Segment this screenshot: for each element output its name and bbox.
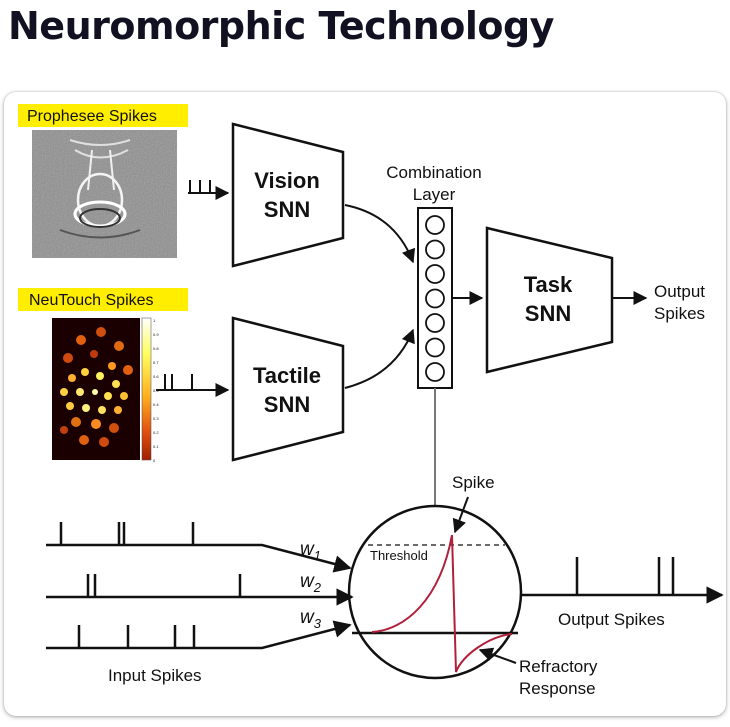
vision-to-combination-arrow xyxy=(344,204,416,264)
vision-input-label-highlight xyxy=(18,104,188,127)
weight-w1: w1 xyxy=(300,539,321,563)
combination-node xyxy=(425,288,445,309)
task-snn-label-1: Task xyxy=(524,272,573,297)
input-spike-train-2 xyxy=(46,574,354,606)
prophesee-event-image xyxy=(32,130,177,258)
output-spike-train xyxy=(522,557,724,604)
input-spikes-label: Input Spikes xyxy=(108,666,202,685)
output-spikes-label-1: Output xyxy=(654,282,705,301)
combination-node xyxy=(425,362,445,382)
page-title: Neuromorphic Technology xyxy=(8,4,554,48)
input-spike-train-3 xyxy=(46,620,352,650)
combination-nodes xyxy=(425,215,445,382)
tactile-to-combination-arrow xyxy=(344,328,415,389)
colorbar-tick-label: 0.2 xyxy=(153,430,159,435)
neuron-circle xyxy=(347,504,523,680)
refractory-label-1: Refractory xyxy=(519,657,598,676)
combination-node xyxy=(425,313,445,333)
colorbar-tick-label: 1 xyxy=(153,318,156,323)
weight-w2: w2 xyxy=(300,571,322,595)
combination-node xyxy=(425,264,445,284)
refractory-pointer-arrow xyxy=(478,647,517,664)
tactile-input-label-highlight xyxy=(18,288,188,311)
threshold-label: Threshold xyxy=(370,548,428,563)
combination-node xyxy=(425,239,445,260)
colorbar-tick-label: 0.4 xyxy=(153,402,159,407)
colorbar-tick-label: 0 xyxy=(153,458,156,463)
spike-label: Spike xyxy=(452,473,495,492)
colorbar-tick-label: 0.6 xyxy=(153,374,159,379)
vision-snn-label-2: SNN xyxy=(264,197,310,222)
combination-layer-label-2: Layer xyxy=(413,185,456,204)
combination-node xyxy=(425,215,445,235)
vision-input-label: Prophesee Spikes xyxy=(27,108,157,125)
vision-input-spikes xyxy=(189,180,211,193)
tactile-input-spikes xyxy=(164,374,193,390)
tactile-input-label: NeuTouch Spikes xyxy=(29,292,154,309)
output-spikes-label-2: Spikes xyxy=(654,304,705,323)
tactile-snn-label-1: Tactile xyxy=(253,363,321,388)
heatmap-colorbar: 10.90.80.70.60.50.40.30.20.10 xyxy=(141,317,159,463)
spike-pointer-arrow xyxy=(452,496,469,534)
vision-snn-block xyxy=(231,122,345,268)
tactile-snn-label-2: SNN xyxy=(264,392,310,417)
colorbar-tick-label: 0.9 xyxy=(153,332,159,337)
colorbar-tick-label: 0.3 xyxy=(153,416,159,421)
combination-layer-label-1: Combination xyxy=(386,163,481,182)
tactile-snn-block xyxy=(231,316,345,462)
input-spike-train-1 xyxy=(46,522,352,573)
task-snn-label-2: SNN xyxy=(525,301,571,326)
weight-w3: w3 xyxy=(300,607,322,631)
colorbar-tick-label: 0.8 xyxy=(153,346,159,351)
colorbar-tick-label: 0.7 xyxy=(153,360,159,365)
output-spikes-caption: Output Spikes xyxy=(558,610,665,629)
membrane-potential-curve xyxy=(371,534,513,673)
refractory-label-2: Response xyxy=(519,679,596,698)
combination-node xyxy=(425,337,445,358)
task-snn-block xyxy=(485,226,614,374)
neutouch-heatmap xyxy=(52,318,140,460)
colorbar-tick-label: 0.1 xyxy=(153,444,159,449)
vision-snn-label-1: Vision xyxy=(254,168,320,193)
